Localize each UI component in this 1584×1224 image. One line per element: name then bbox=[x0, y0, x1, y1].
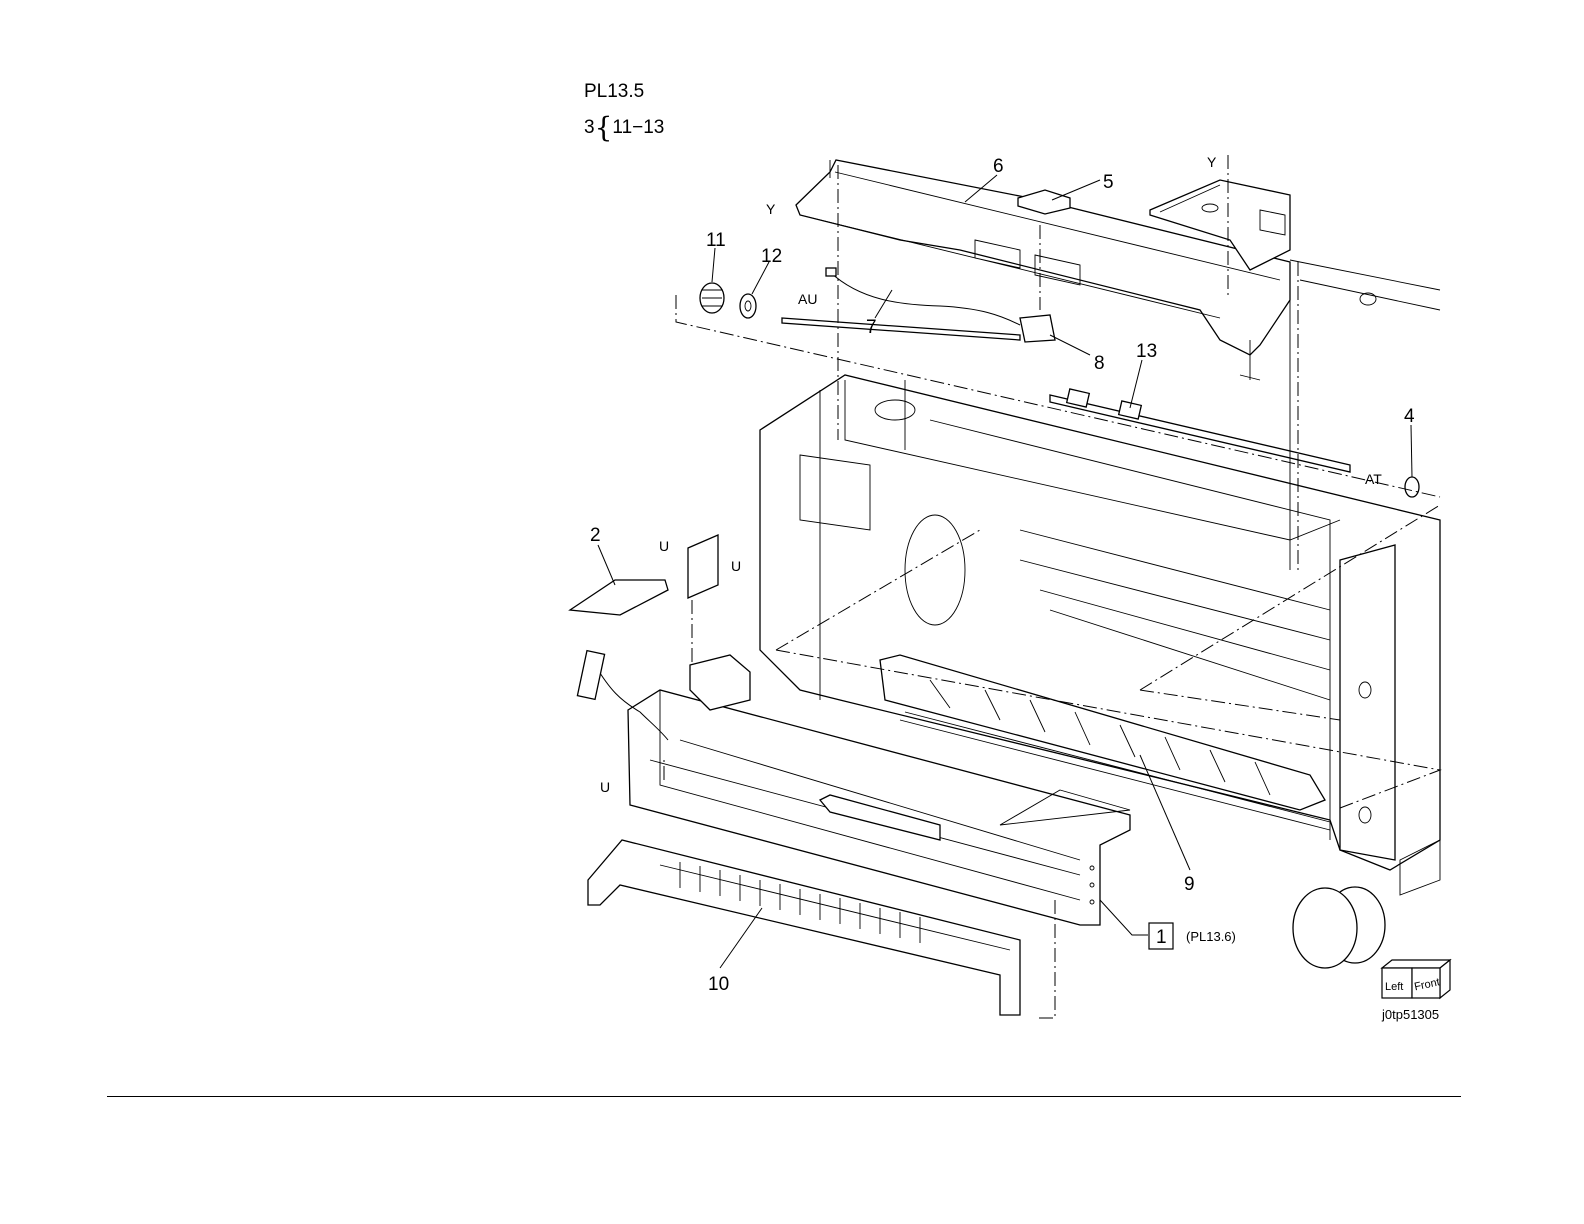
leader-8 bbox=[1050, 335, 1090, 355]
connector-u-bottom: U bbox=[600, 779, 610, 795]
connector-at: AT bbox=[1365, 471, 1382, 487]
end-bearing-part bbox=[1405, 477, 1419, 497]
connector-y-left: Y bbox=[766, 201, 776, 217]
connector-u-top: U bbox=[659, 538, 669, 554]
leader-1 bbox=[1100, 900, 1148, 935]
connector-u-right: U bbox=[731, 558, 741, 574]
callout-8: 8 bbox=[1094, 353, 1105, 374]
leader-7 bbox=[875, 290, 892, 318]
leader-11 bbox=[712, 248, 715, 282]
sheet-part bbox=[570, 580, 668, 615]
wire-harness-part bbox=[830, 272, 1020, 325]
orientation-cube-icon: Left Front bbox=[1382, 960, 1450, 998]
figure-id: j0tp51305 bbox=[1381, 1007, 1439, 1022]
callout-12: 12 bbox=[761, 246, 782, 267]
callout-13: 13 bbox=[1136, 341, 1157, 362]
callout-7: 7 bbox=[866, 317, 877, 338]
callout-6: 6 bbox=[993, 156, 1004, 177]
sensor-part bbox=[1020, 315, 1055, 342]
leader-4 bbox=[1411, 425, 1412, 477]
callout-11: 11 bbox=[706, 230, 726, 251]
harness-connector bbox=[826, 268, 836, 276]
footer-divider bbox=[107, 1096, 1461, 1097]
leader-2 bbox=[598, 545, 615, 585]
leader-10 bbox=[720, 908, 762, 968]
callout-10: 10 bbox=[708, 974, 729, 995]
callout-5: 5 bbox=[1103, 172, 1114, 193]
callout-9: 9 bbox=[1184, 874, 1195, 895]
leader-13 bbox=[1130, 360, 1142, 408]
leader-5 bbox=[1052, 180, 1100, 200]
drive-shaft-part bbox=[782, 318, 1020, 340]
connector-y-right: Y bbox=[1207, 154, 1217, 170]
gear-part bbox=[700, 283, 724, 313]
small-bracket-part bbox=[688, 535, 718, 598]
callout-4: 4 bbox=[1404, 406, 1415, 427]
reference-plate-link: (PL13.6) bbox=[1186, 929, 1236, 944]
callout-2: 2 bbox=[590, 525, 601, 546]
orientation-left-label: Left bbox=[1385, 981, 1403, 993]
bearing-part bbox=[740, 294, 756, 318]
caster-wheel bbox=[1293, 887, 1385, 968]
connector-au: AU bbox=[798, 291, 817, 307]
reference-item-number: 1 bbox=[1156, 927, 1167, 948]
